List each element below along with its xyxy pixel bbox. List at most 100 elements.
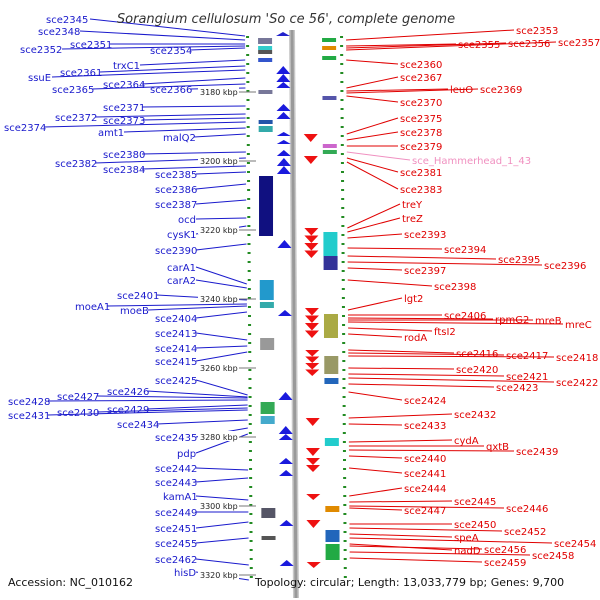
leader-line-right [349, 467, 403, 474]
tick-mark-left [247, 252, 251, 254]
tick-mark-left [247, 279, 251, 281]
tick-mark-right [340, 63, 344, 65]
tick-mark-left [247, 225, 251, 227]
leader-line-left [141, 105, 246, 108]
left-gene-arrow [276, 158, 291, 166]
left-gene-arrow [276, 74, 291, 82]
right-gene-arrow [304, 315, 319, 323]
right-gene-feature [322, 38, 337, 42]
gene-label-left: sce2462 [155, 555, 197, 566]
gene-label-left: sce2427 [57, 392, 99, 403]
gene-label-left: sce2348 [38, 27, 80, 38]
right-gene-feature [325, 530, 340, 542]
gene-label-left: sce2385 [155, 170, 197, 181]
leader-line-left [195, 266, 247, 285]
tick-mark-right [343, 504, 347, 506]
leader-line-right [348, 423, 403, 426]
tick-mark-left [249, 549, 253, 551]
leader-line-left [195, 537, 249, 544]
tick-mark-left [246, 90, 250, 92]
gene-label-right: sce2398 [434, 282, 476, 293]
tick-mark-right [342, 450, 346, 452]
left-gene-arrow [278, 458, 293, 464]
gene-label-right: sce2396 [544, 261, 586, 272]
tick-mark-left [248, 369, 252, 371]
leader-line-left [139, 59, 246, 66]
gene-label-left: sce2413 [155, 329, 197, 340]
leader-line-left [43, 121, 246, 128]
gene-label-left: sce2374 [4, 123, 46, 134]
gene-label-right: sce2441 [404, 469, 446, 480]
leader-line-right [346, 157, 399, 173]
leader-line-left [147, 305, 247, 311]
tick-label-bg [198, 155, 239, 165]
tick-mark-left [246, 144, 250, 146]
tick-mark-left [248, 387, 252, 389]
tick-mark-right [340, 36, 344, 38]
tick-mark-right [342, 351, 346, 353]
tick-mark-right [342, 378, 346, 380]
gene-label-left: carA2 [167, 276, 196, 287]
tick-label-bg [198, 86, 239, 96]
gene-label-right: sce2395 [498, 255, 540, 266]
tick-mark-left [249, 477, 253, 479]
tick-mark-left [246, 63, 250, 65]
leader-line-right [348, 455, 403, 459]
tick-label: 3260 kbp [200, 364, 238, 373]
leader-line-right [347, 267, 403, 271]
left-gene-feature [258, 58, 273, 62]
tick-mark-left [248, 351, 252, 353]
tick-mark-left [249, 504, 253, 506]
left-gene-feature [258, 46, 273, 50]
tick-mark-right [343, 495, 347, 497]
left-gene-feature [260, 402, 275, 414]
gene-label-right: sce2422 [556, 378, 598, 389]
gene-label-right: rpmG2 [495, 315, 529, 326]
gene-label-left: sce2364 [103, 80, 145, 91]
left-gene-feature [258, 38, 273, 44]
gene-label-left: cysK1 [167, 230, 197, 241]
tick-mark-right [342, 360, 346, 362]
map-title: Sorangium cellulosum 'So ce 56', complet… [117, 12, 455, 27]
tick-mark-left [247, 216, 251, 218]
tick-mark-right [340, 117, 344, 119]
gene-label-right: sce2439 [516, 447, 558, 458]
leader-line-right [349, 557, 483, 563]
gene-label-right: sce2357 [558, 38, 600, 49]
tick-mark-left [248, 342, 252, 344]
left-gene-feature [258, 126, 273, 132]
tick-mark-right [342, 369, 346, 371]
tick-mark-left [248, 396, 252, 398]
gene-label-left: sce2386 [155, 185, 197, 196]
leader-line-right [347, 233, 403, 239]
gene-label-left: sce2431 [8, 411, 50, 422]
gene-label-left: sce2365 [52, 85, 94, 96]
leader-line-right [347, 261, 543, 266]
tick-mark-left [248, 450, 252, 452]
right-gene-arrow [304, 323, 319, 331]
right-gene-arrow [305, 350, 320, 357]
right-gene-arrow [304, 235, 319, 243]
right-gene-arrow [303, 156, 318, 164]
left-gene-arrow [276, 82, 291, 88]
tick-mark-right [341, 252, 345, 254]
right-gene-feature [322, 150, 337, 154]
tick-label: 3240 kbp [200, 295, 238, 304]
left-gene-feature [260, 416, 275, 424]
gene-label-left: moeB [120, 306, 149, 317]
leader-line-left [195, 379, 248, 396]
gene-label-right: ftsI2 [434, 327, 456, 338]
tick-mark-left [249, 576, 253, 578]
gene-label-left: sce2455 [155, 539, 197, 550]
gene-label-left: amt1 [98, 128, 124, 139]
tick-mark-left [247, 207, 251, 209]
tick-mark-left [246, 36, 250, 38]
left-gene-feature [261, 508, 276, 518]
leader-line-left [96, 395, 248, 399]
gene-label-right: sce2418 [556, 353, 598, 364]
gene-label-right: sce2355 [458, 40, 500, 51]
tick-mark-left [247, 270, 251, 272]
left-gene-arrow [278, 426, 293, 434]
leader-line-left [195, 171, 247, 175]
